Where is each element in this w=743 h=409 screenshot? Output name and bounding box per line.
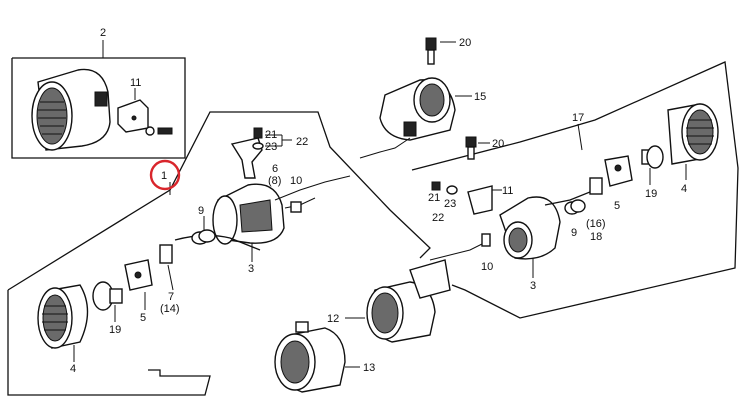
callout-1: 1 bbox=[161, 170, 167, 182]
callout-10-right: 10 bbox=[481, 261, 493, 273]
callout-11-inset: 11 bbox=[130, 77, 141, 89]
spring-part-9-left bbox=[191, 216, 216, 245]
callout-9-left: 9 bbox=[198, 205, 204, 217]
callout-10-left: 10 bbox=[290, 175, 302, 187]
bolt-part-21-left bbox=[253, 127, 263, 139]
callout-23-left: 23 bbox=[265, 141, 277, 153]
callout-20-mid: 20 bbox=[492, 138, 504, 150]
callout-2: 2 bbox=[100, 27, 106, 39]
callout-4-left: 4 bbox=[70, 363, 76, 375]
callout-18: 18 bbox=[590, 231, 602, 243]
callout-21-right: 21 bbox=[428, 192, 440, 204]
lens-part-4-right bbox=[667, 103, 719, 180]
lamp-part-13 bbox=[274, 321, 346, 393]
callout-22-left: 22 bbox=[296, 136, 308, 148]
bulb-part-19-left bbox=[92, 281, 123, 322]
callout-14: (14) bbox=[160, 303, 180, 315]
lens-part-4-left bbox=[37, 284, 89, 362]
callout-4-right: 4 bbox=[681, 183, 687, 195]
socket-part-16-right bbox=[589, 177, 603, 195]
callout-16: (16) bbox=[586, 218, 606, 230]
callout-3-left: 3 bbox=[248, 263, 254, 275]
callout-23-right: 23 bbox=[444, 198, 456, 210]
socket-plate-part-5-left bbox=[124, 259, 153, 310]
bolt-part-20-top bbox=[425, 37, 437, 65]
washer-bolt-inset bbox=[145, 126, 173, 136]
callout-labels: 1 2 11 21 23 22 6 (8) 10 9 3 7 (14) 5 19… bbox=[70, 27, 687, 375]
highlight-circle bbox=[149, 159, 181, 191]
callout-21-left: 21 bbox=[265, 129, 277, 141]
grommet-part-10-left bbox=[290, 201, 302, 213]
spring-part-9-right bbox=[564, 199, 586, 215]
callout-22-right: 22 bbox=[432, 212, 444, 224]
leader-lines bbox=[265, 41, 500, 368]
lamp-part-15 bbox=[359, 77, 456, 159]
callout-20-top: 20 bbox=[459, 37, 471, 49]
callout-12: 12 bbox=[327, 313, 339, 325]
bulb-part-19-right bbox=[641, 145, 664, 185]
lamp-body-part-3-left bbox=[212, 183, 285, 262]
socket-plate-part-5-right bbox=[604, 155, 633, 187]
lamp-body-part-3-right bbox=[499, 196, 561, 278]
callout-15: 15 bbox=[474, 91, 486, 103]
socket-part-7-left bbox=[159, 244, 174, 291]
bolt-washer-part-21-23-right bbox=[431, 181, 458, 195]
lamp-part-12 bbox=[366, 259, 451, 343]
callout-19-right: 19 bbox=[645, 188, 657, 200]
bolt-part-20-mid bbox=[465, 136, 477, 160]
callout-17: 17 bbox=[572, 112, 584, 124]
group-frame-17 bbox=[411, 61, 739, 319]
group-frame-1 bbox=[7, 111, 431, 396]
callout-11-right: 11 bbox=[502, 185, 513, 197]
callout-5-right: 5 bbox=[614, 200, 620, 212]
grommet-part-10-right bbox=[481, 233, 491, 247]
lamp-housing-part-2 bbox=[31, 68, 111, 151]
group-frame-2 bbox=[11, 40, 186, 159]
callout-9-right: 9 bbox=[571, 227, 577, 239]
callout-7: 7 bbox=[168, 291, 174, 303]
callout-8: (8) bbox=[268, 175, 281, 187]
callout-19-left: 19 bbox=[109, 324, 121, 336]
callout-13: 13 bbox=[363, 362, 375, 374]
washer-part-23-left bbox=[252, 142, 264, 150]
callout-5-left: 5 bbox=[140, 312, 146, 324]
callout-3-right: 3 bbox=[530, 280, 536, 292]
bracket-part-11-inset bbox=[117, 88, 149, 133]
callout-6: 6 bbox=[272, 163, 278, 175]
